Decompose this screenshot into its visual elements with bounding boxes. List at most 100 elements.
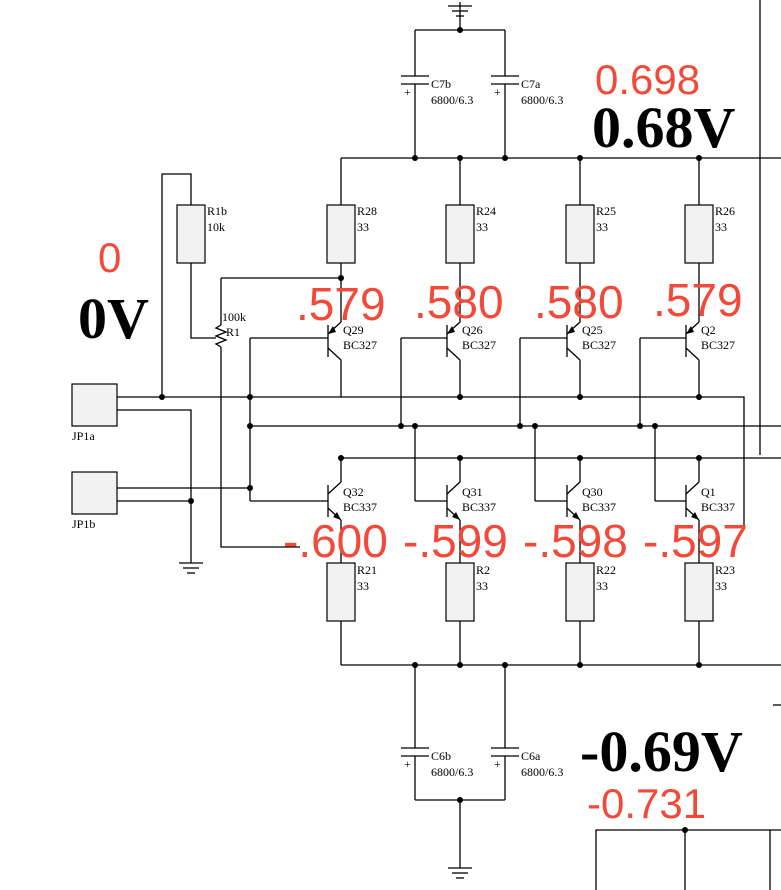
q30-ref: Q30 bbox=[582, 485, 603, 499]
c6b-ref: C6b bbox=[431, 749, 451, 763]
positive-measurement: 0.698 bbox=[595, 56, 700, 103]
r28-ref: R28 bbox=[357, 204, 377, 218]
r25-ref: R25 bbox=[596, 204, 616, 218]
q29-type: BC327 bbox=[343, 338, 377, 352]
junction-dot bbox=[696, 662, 702, 668]
junction-dot bbox=[577, 155, 583, 161]
q26-type: BC327 bbox=[462, 338, 496, 352]
r1b-resistor: R1b 10k bbox=[161, 173, 227, 397]
bottom-ground-symbol bbox=[448, 867, 472, 879]
pnp-transistor-q2: Q2 BC327 bbox=[640, 318, 735, 397]
q25-type: BC327 bbox=[582, 338, 616, 352]
q2-ref: Q2 bbox=[701, 323, 716, 337]
c6a-value: 6800/6.3 bbox=[521, 765, 563, 779]
c7b-value: 6800/6.3 bbox=[431, 93, 473, 107]
pnp-transistor-q29: Q29 BC327 bbox=[250, 318, 377, 397]
q32-type: BC337 bbox=[343, 500, 377, 514]
c6a-ref: C6a bbox=[521, 749, 541, 763]
q30-vbe-measurement: -.598 bbox=[523, 515, 628, 567]
r28-value: 33 bbox=[357, 220, 369, 234]
r24-ref: R24 bbox=[476, 204, 496, 218]
junction-dot bbox=[398, 423, 404, 429]
lower-right-wiring bbox=[595, 704, 781, 890]
junction-dot bbox=[412, 423, 418, 429]
q31-vbe-measurement: -.599 bbox=[403, 515, 508, 567]
capacitor-c6a: + C6a 6800/6.3 bbox=[491, 747, 563, 779]
resistor-r24: R24 33 bbox=[445, 204, 496, 318]
npn-transistor-q32: Q32 BC337 bbox=[327, 458, 377, 563]
capacitor-c7a: + C7a 6800/6.3 bbox=[491, 75, 563, 107]
r2-ref: R2 bbox=[476, 563, 490, 577]
junction-dot bbox=[696, 155, 702, 161]
r22-ref: R22 bbox=[596, 563, 616, 577]
q25-ref: Q25 bbox=[582, 323, 603, 337]
r25-value: 33 bbox=[596, 220, 608, 234]
c7a-ref: C7a bbox=[521, 77, 541, 91]
zero-measurement: 0 bbox=[98, 234, 121, 281]
zero-volt-label: 0V bbox=[78, 286, 149, 351]
negative-measurement: -0.731 bbox=[587, 780, 706, 827]
resistor-r22: R22 33 bbox=[565, 562, 616, 665]
npn-transistor-q31: Q31 BC337 bbox=[415, 458, 496, 563]
c7b-ref: C7b bbox=[431, 77, 451, 91]
r24-value: 33 bbox=[476, 220, 488, 234]
resistor-r23: R23 33 bbox=[684, 562, 735, 665]
junction-dot bbox=[159, 394, 165, 400]
q2-type: BC327 bbox=[701, 338, 735, 352]
junction-dot bbox=[577, 662, 583, 668]
svg-text:+: + bbox=[494, 85, 501, 99]
pnp-transistor-q25: Q25 BC327 bbox=[520, 318, 616, 397]
q30-type: BC337 bbox=[582, 500, 616, 514]
junction-dot bbox=[188, 498, 194, 504]
r1-value: 100k bbox=[222, 310, 246, 324]
junction-dot bbox=[457, 797, 463, 803]
jp1b-ref: JP1b bbox=[72, 517, 95, 531]
input-wiring bbox=[117, 338, 745, 563]
c7a-value: 6800/6.3 bbox=[521, 93, 563, 107]
potentiometer-r1: 100k R1 bbox=[214, 277, 341, 548]
svg-text:+: + bbox=[404, 757, 411, 771]
q26-ref: Q26 bbox=[462, 323, 483, 337]
junction-dot bbox=[637, 423, 643, 429]
q2-vbe-measurement: .579 bbox=[653, 274, 743, 326]
resistor-r26: R26 33 bbox=[684, 204, 735, 318]
r21-value: 33 bbox=[357, 579, 369, 593]
junction-dot bbox=[652, 423, 658, 429]
junction-dot bbox=[457, 662, 463, 668]
q1-vbe-measurement: -.597 bbox=[643, 515, 748, 567]
resistor-r21: R21 33 bbox=[326, 562, 377, 665]
q26-vbe-measurement: .580 bbox=[414, 276, 504, 328]
top-ground-symbol bbox=[448, 2, 472, 30]
r21-ref: R21 bbox=[357, 563, 377, 577]
r1-ref: R1 bbox=[226, 325, 240, 339]
capacitor-c6b: + C6b 6800/6.3 bbox=[401, 747, 473, 779]
junction-dot bbox=[502, 662, 508, 668]
junction-dot bbox=[457, 155, 463, 161]
junction-dot bbox=[517, 423, 523, 429]
svg-text:+: + bbox=[494, 757, 501, 771]
resistor-r2: R2 33 bbox=[445, 562, 490, 665]
junction-dot bbox=[532, 423, 538, 429]
input-ground-symbol bbox=[179, 562, 203, 574]
resistor-r25: R25 33 bbox=[565, 204, 616, 318]
r22-value: 33 bbox=[596, 579, 608, 593]
junction-dot bbox=[247, 394, 253, 400]
junction-dot bbox=[502, 155, 508, 161]
q32-vbe-measurement: -.600 bbox=[283, 515, 388, 567]
connector-jp1b: JP1b bbox=[71, 471, 118, 531]
r1b-ref: R1b bbox=[207, 204, 227, 218]
junction-dot bbox=[457, 27, 463, 33]
junction-dot bbox=[682, 827, 688, 833]
q25-vbe-measurement: .580 bbox=[534, 276, 624, 328]
jp1a-ref: JP1a bbox=[72, 429, 95, 443]
resistor-r28: R28 33 bbox=[326, 204, 377, 318]
q31-ref: Q31 bbox=[462, 485, 483, 499]
capacitor-c7b: + C7b 6800/6.3 bbox=[401, 75, 473, 107]
junction-dot bbox=[577, 394, 583, 400]
q29-vbe-measurement: .579 bbox=[296, 278, 386, 330]
r23-value: 33 bbox=[715, 579, 727, 593]
middle-bus bbox=[250, 338, 781, 501]
r26-ref: R26 bbox=[715, 204, 735, 218]
r1b-value: 10k bbox=[207, 220, 225, 234]
